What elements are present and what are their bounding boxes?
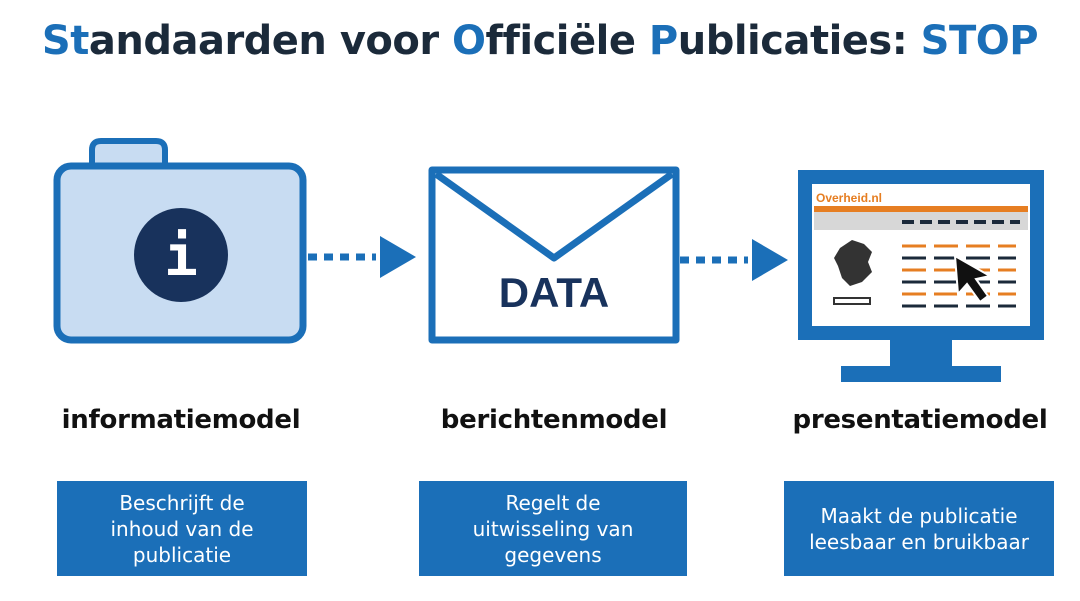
step-label-presentatiemodel: presentatiemodel [792, 405, 1048, 435]
step-description-box: Beschrijft de inhoud van de publicatie [57, 481, 307, 576]
step-label-berichtenmodel: berichtenmodel [440, 405, 668, 435]
step-description-text: Regelt de uitwisseling van gegevens [472, 490, 634, 567]
arrow-right-icon [308, 236, 416, 278]
title-part: P [648, 18, 678, 64]
info-circle-icon [134, 208, 228, 302]
title-part: fficiële [485, 18, 649, 64]
info-glyph: i [164, 224, 198, 289]
data-envelope-icon: DATA [428, 166, 680, 344]
netherlands-map-icon [834, 240, 872, 286]
cursor-icon [953, 254, 993, 304]
title-part: O [452, 18, 486, 64]
website-name: Overheid.nl [816, 191, 882, 205]
monitor-website-icon: Overheid.nl [798, 170, 1044, 382]
title-part: STOP [920, 18, 1039, 64]
title-part: St [41, 18, 89, 64]
step-description-box: Regelt de uitwisseling van gegevens [419, 481, 687, 576]
step-description-text: Beschrijft de inhoud van de publicatie [110, 490, 254, 567]
info-folder-icon: i [53, 138, 307, 344]
title-part: andaarden voor [88, 18, 453, 64]
step-description-box: Maakt de publicatie leesbaar en bruikbaa… [784, 481, 1054, 576]
envelope-text: DATA [499, 269, 609, 316]
step-label-informatiemodel: informatiemodel [61, 405, 301, 435]
arrow-right-icon [680, 239, 788, 281]
page-title: Standaarden voor Officiële Publicaties: … [0, 18, 1080, 64]
title-part: ublicaties: [677, 18, 921, 64]
step-description-text: Maakt de publicatie leesbaar en bruikbaa… [809, 503, 1029, 554]
